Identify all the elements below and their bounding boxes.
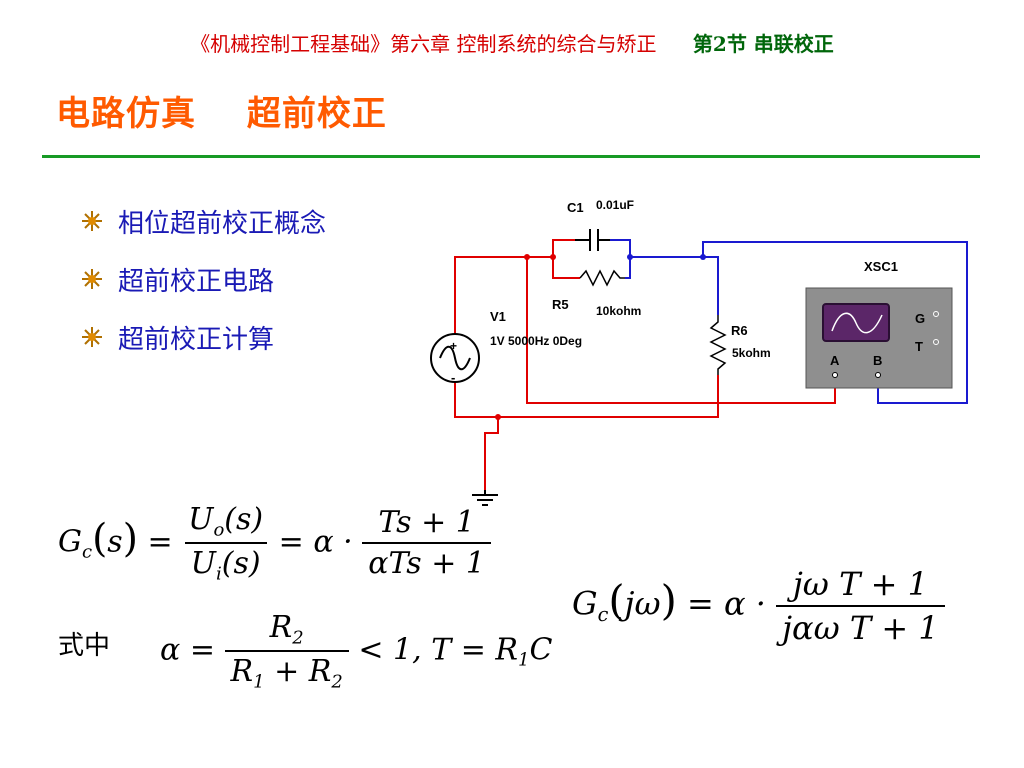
scope-g-terminal [933,311,939,317]
f1-den2: αTs + 1 [362,542,491,581]
star-bullet-icon [82,327,102,347]
section-title: 第2节 串联校正 [692,32,834,56]
f2-num-sub: 2 [292,627,304,649]
formula-gc-jw: Gc(jω) = α · jω T + 1 jαω T + 1 [572,565,945,647]
scope-a-terminal [832,372,838,378]
f1-lhs-sub: c [81,541,93,563]
v1-name: V1 [490,309,506,324]
title-divider [42,155,980,158]
f2-fraction: R2 R1 + R2 [224,610,349,693]
f3-mid: = α · [686,584,766,623]
f2-den-b: R [308,654,332,690]
slide-title-part1: 电路仿真 [56,94,196,134]
f1-fraction-2: Ts + 1 αTs + 1 [362,505,491,581]
f2-tail-sub: 1 [518,649,530,671]
r6-name: R6 [731,323,748,338]
junction-dot [495,414,501,420]
f1-mid: = α · [278,524,353,560]
f2-den-a-sub: 1 [253,671,265,693]
capacitor-c1-symbol [575,229,610,251]
c1-name: C1 [567,200,584,215]
f1-num1-sub: o [213,519,225,541]
ac-sine-icon [439,345,471,371]
f1-num2: Ts + 1 [378,505,475,541]
f3-lhs-g: G [572,584,598,623]
f3-den: jαω T + 1 [776,605,945,647]
scope-b-terminal [875,372,881,378]
course-title: 《机械控制工程基础》第六章 控制系统的综合与矫正 [190,32,657,56]
f1-num1-arg: (s) [224,502,264,537]
red-wires [454,239,836,490]
scope-name: XSC1 [864,259,898,274]
scope-a: A [830,353,840,368]
slide-header: 《机械控制工程基础》第六章 控制系统的综合与矫正 第2节 串联校正 [0,28,1024,57]
bullet-item: 超前校正计算 [80,308,326,366]
f2-alpha: α [160,632,181,668]
f1-den1-arg: (s) [221,546,261,582]
junction-dot [627,254,633,260]
f1-lhs-g: G [58,524,82,560]
ground-icon [472,490,498,506]
junction-dot [550,254,556,260]
f1-lhs-arg: s [107,524,123,560]
bullet-label: 超前校正电路 [118,266,275,297]
r5-name: R5 [552,297,569,312]
f3-num: jω T + 1 [792,565,928,603]
star-bullet-icon [82,211,102,231]
star-bullet-icon [82,269,102,289]
f3-lhs-sub: c [597,603,609,627]
formula-gc-s: Gc(s) = Uo(s) Ui(s) = α · Ts + 1 αTs + 1 [58,502,491,585]
scope-t-terminal [933,339,939,345]
junction-dot [524,254,530,260]
junction-dot [700,254,706,260]
r6-value: 5kohm [732,346,771,360]
f3-fraction: jω T + 1 jαω T + 1 [776,565,945,647]
resistor-r5-symbol [579,269,625,287]
scope-g: G [915,311,925,326]
slide-title: 电路仿真 超前校正 [56,86,387,135]
c1-value: 0.01uF [596,198,634,212]
v1-plus: + [450,339,457,353]
resistor-r6-symbol [709,315,727,375]
scope-b: B [873,353,882,368]
f3-lhs-arg: jω [624,584,661,623]
v1-value: 1V 5000Hz 0Deg [490,334,582,348]
f1-num1: U [188,502,214,537]
scope-wave-icon [831,312,883,334]
f2-tail: < 1, T = R [358,632,518,668]
f1-fraction-1: Uo(s) Ui(s) [182,502,269,585]
f2-num: R [269,610,293,645]
where-label: 式中 [58,631,111,661]
f1-den1: U [190,546,216,582]
bullet-label: 相位超前校正概念 [118,208,327,239]
circuit-diagram: C1 0.01uF R5 10kohm R6 5kohm + - V1 1V 5… [430,198,968,506]
bullet-item: 超前校正电路 [80,250,326,308]
formula-alpha: α = R2 R1 + R2 < 1, T = R1C [160,610,553,693]
bullet-label: 超前校正计算 [118,324,275,355]
f2-den-b-sub: 2 [331,671,343,693]
f2-tail-end: C [529,632,553,668]
bullet-item: 相位超前校正概念 [80,192,326,250]
bullet-list: 相位超前校正概念 超前校正电路 超前校正计算 [80,192,326,366]
r5-value: 10kohm [596,304,641,318]
v1-minus: - [451,370,455,385]
slide-title-part2: 超前校正 [246,94,387,134]
f1-den1-sub: i [215,563,222,585]
f2-den-a: R [230,654,254,690]
scope-t: T [915,339,923,354]
